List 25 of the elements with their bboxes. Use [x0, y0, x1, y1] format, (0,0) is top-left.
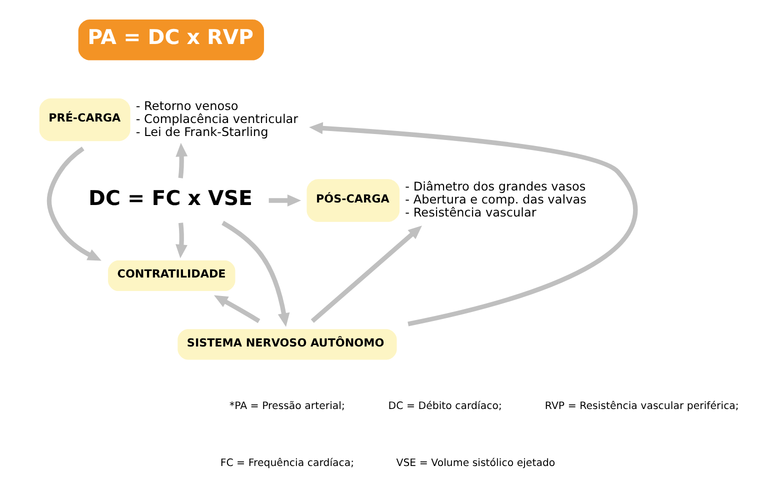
label: RVP = Resistência vascular periférica; [544, 401, 738, 412]
node-box: PA = DC x RVP [78, 19, 264, 60]
label: FC = Frequência cardíaca; [220, 458, 354, 469]
node-label: - Complacência ventricular [135, 112, 298, 126]
arrow [221, 220, 290, 327]
node-box: CONTRATILIDADE [108, 260, 235, 292]
label: DC = Débito cardíaco; [388, 401, 502, 412]
arrow [268, 194, 301, 206]
label: VSE = Volume sistólico ejetado [396, 458, 555, 469]
node-label: - Diâmetro dos grandes vasos [404, 180, 586, 194]
label: *PA = Pressão arterial; [228, 401, 344, 412]
node-label: - Lei de Frank-Starling [135, 124, 268, 139]
arrow [175, 142, 188, 178]
arrow [213, 295, 260, 324]
node-box: PÓS-CARGA [306, 179, 400, 222]
arrow [310, 226, 422, 323]
node-label: - Resistência vascular [404, 206, 536, 220]
arrow [308, 122, 637, 326]
node-box: PRÉ-CARGA [38, 98, 130, 142]
node-text: DC = FC x VSE [88, 186, 252, 210]
arrow [175, 222, 187, 258]
arrow [46, 146, 101, 261]
node-label: - Retorno venoso [135, 98, 238, 113]
node-box: SISTEMA NERVOSO AUTÔNOMO [177, 329, 396, 360]
node-label: - Abertura e comp. das valvas [404, 192, 586, 207]
